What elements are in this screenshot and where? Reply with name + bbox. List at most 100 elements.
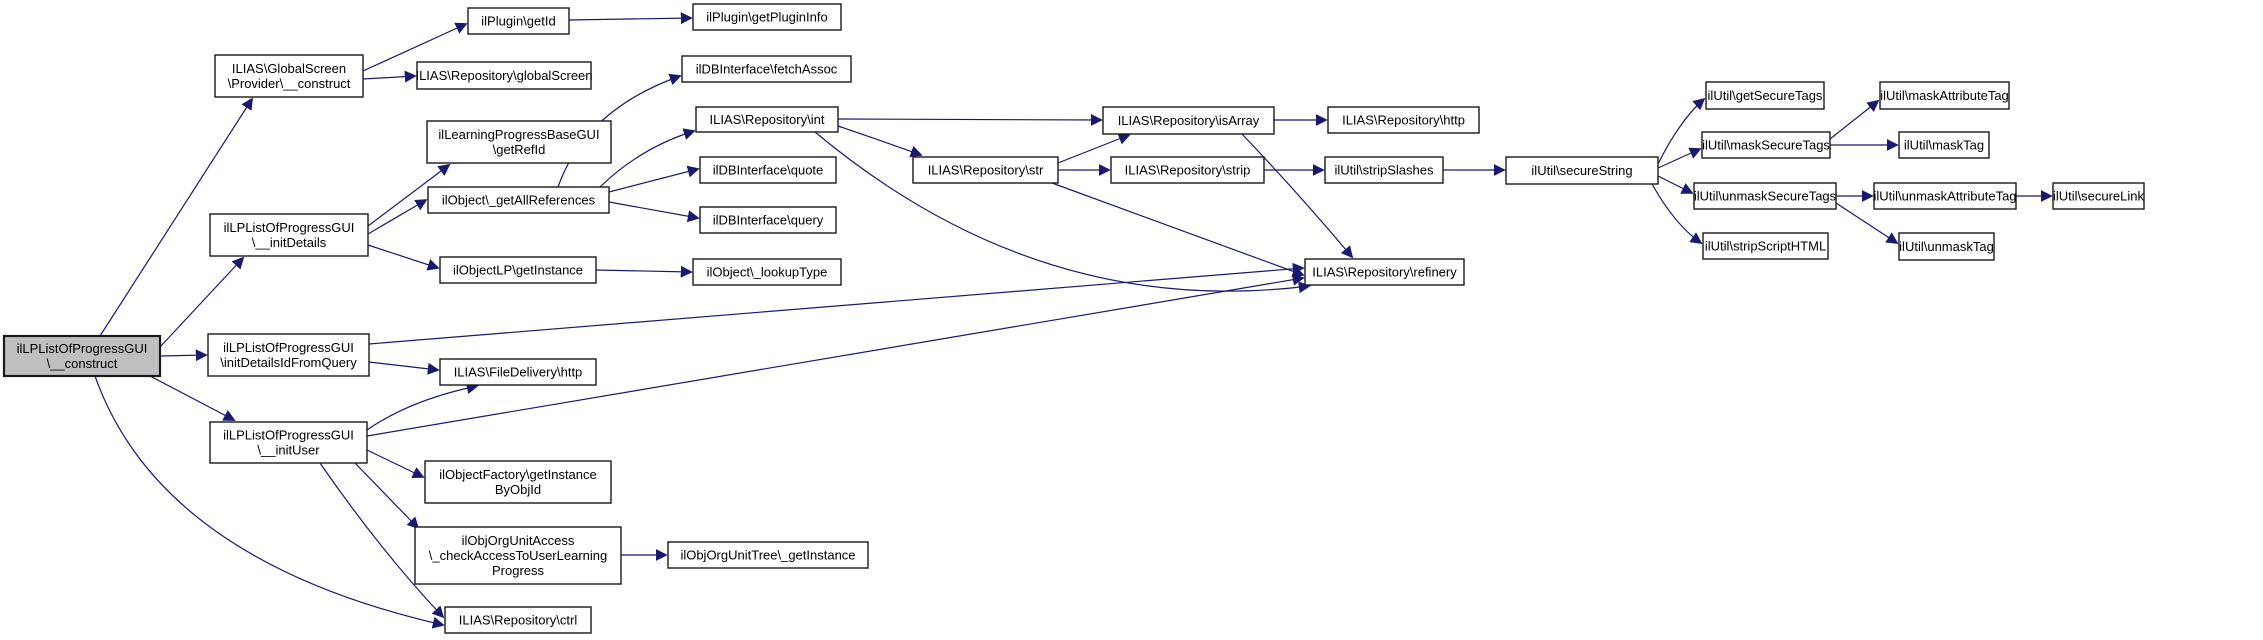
node-mask-secure-tags[interactable]: ilUtil\maskSecureTags — [1701, 131, 1831, 159]
node-db-quote[interactable]: ilDBInterface\quote — [699, 156, 837, 184]
node-label-secure-link: ilUtil\secureLink — [2053, 189, 2145, 204]
node-repo-str[interactable]: ILIAS\Repository\str — [912, 156, 1059, 184]
node-repo-global-screen[interactable]: ILIAS\Repository\globalScreen — [415, 61, 593, 90]
node-filedelivery-http[interactable]: ILIAS\FileDelivery\http — [439, 358, 597, 386]
node-strip-slashes[interactable]: ilUtil\stripSlashes — [1324, 156, 1444, 184]
node-init-details[interactable]: ilLPListOfProgressGUI\__initDetails — [209, 213, 369, 257]
node-label-unmask-tag: ilUtil\unmaskTag — [1899, 239, 1994, 254]
node-construct[interactable]: ilLPListOfProgressGUI\__construct — [2, 334, 162, 378]
node-box-get-all-references — [427, 186, 610, 214]
node-mask-tag[interactable]: ilUtil\maskTag — [1898, 131, 1990, 159]
node-unmask-secure-tags[interactable]: ilUtil\unmaskSecureTags — [1693, 182, 1837, 210]
node-label-refinery: ILIAS\Repository\refinery — [1312, 265, 1457, 280]
node-box-repo-str — [912, 156, 1059, 184]
node-label-repo-http: ILIAS\Repository\http — [1342, 113, 1465, 128]
node-box-mask-secure-tags — [1701, 131, 1831, 159]
node-unmask-attribute-tag[interactable]: ilUtil\unmaskAttributeTag — [1873, 182, 2017, 210]
node-secure-string[interactable]: ilUtil\secureString — [1505, 156, 1659, 185]
node-orgunit-tree-get-instance[interactable]: ilObjOrgUnitTree\_getInstance — [667, 541, 869, 569]
node-box-db-query — [699, 206, 837, 234]
node-fetch-assoc[interactable]: ilDBInterface\fetchAssoc — [681, 55, 852, 83]
node-repo-ctrl[interactable]: ILIAS\Repository\ctrl — [444, 606, 592, 634]
node-label-unmask-secure-tags: ilUtil\unmaskSecureTags — [1694, 189, 1837, 204]
node-box-mask-tag — [1898, 131, 1990, 159]
node-box-plugin-get-id — [467, 7, 570, 35]
node-get-secure-tags[interactable]: ilUtil\getSecureTags — [1705, 81, 1825, 110]
node-box-repo-ctrl — [444, 606, 592, 634]
node-box-init-details-id-from-query — [207, 333, 370, 377]
node-objectlp-get-instance[interactable]: ilObjectLP\getInstance — [439, 256, 597, 284]
node-secure-link[interactable]: ilUtil\secureLink — [2052, 182, 2145, 210]
edge-repo-is-array-to-refinery — [1241, 133, 1354, 259]
node-box-strip-slashes — [1324, 156, 1444, 184]
edge-init-details-id-from-query-to-filedelivery-http — [368, 361, 440, 375]
node-box-init-details — [209, 213, 369, 257]
node-label-repo-str: ILIAS\Repository\str — [928, 163, 1044, 178]
node-box-repo-http — [1327, 106, 1480, 134]
node-init-details-id-from-query[interactable]: ilLPListOfProgressGUI\initDetailsIdFromQ… — [207, 333, 370, 377]
edge-init-user-to-refinery — [366, 273, 1305, 437]
node-plugin-info[interactable]: ilPlugin\getPluginInfo — [692, 3, 842, 31]
edge-secure-string-to-strip-script-html — [1651, 183, 1703, 245]
node-label-get-secure-tags: ilUtil\getSecureTags — [1708, 88, 1823, 103]
node-get-ref-id[interactable]: ilLearningProgressBaseGUI\getRefId — [426, 120, 612, 164]
node-label-init-details: ilLPListOfProgressGUI\__initDetails — [224, 220, 355, 250]
node-label-construct: ilLPListOfProgressGUI\__construct — [17, 341, 148, 371]
node-box-check-access-user-lp — [414, 526, 622, 585]
node-label-strip-script-html: ilUtil\stripScriptHTML — [1705, 239, 1826, 254]
edge-construct-to-init-details-id-from-query — [159, 349, 208, 362]
node-box-filedelivery-http — [439, 358, 597, 386]
edge-objectlp-get-instance-to-lookup-type — [595, 265, 693, 278]
node-repo-int[interactable]: ILIAS\Repository\int — [695, 106, 839, 133]
edge-init-user-to-repo-ctrl — [319, 462, 445, 619]
edge-mask-secure-tags-to-mask-attribute-tag — [1829, 99, 1880, 140]
node-box-repo-is-array — [1102, 106, 1275, 135]
node-box-objectlp-get-instance — [439, 256, 597, 284]
node-label-objectlp-get-instance: ilObjectLP\getInstance — [453, 263, 583, 278]
node-check-access-user-lp[interactable]: ilObjOrgUnitAccess\_checkAccessToUserLea… — [414, 526, 622, 585]
node-refinery[interactable]: ILIAS\Repository\refinery — [1304, 258, 1465, 286]
edge-secure-string-to-unmask-secure-tags — [1657, 175, 1694, 194]
node-box-secure-string — [1505, 156, 1659, 185]
node-repo-http[interactable]: ILIAS\Repository\http — [1327, 106, 1480, 134]
node-db-query[interactable]: ilDBInterface\query — [699, 206, 837, 234]
edge-repo-str-to-repo-is-array — [1057, 133, 1131, 164]
edge-provider-construct-to-plugin-get-id — [362, 22, 468, 72]
node-unmask-tag[interactable]: ilUtil\unmaskTag — [1898, 232, 1995, 261]
node-label-check-access-user-lp: ilObjOrgUnitAccess\_checkAccessToUserLea… — [429, 533, 607, 578]
node-repo-is-array[interactable]: ILIAS\Repository\isArray — [1102, 106, 1275, 135]
edge-repo-str-to-refinery — [1051, 182, 1305, 278]
node-label-init-user: ilLPListOfProgressGUI\__initUser — [223, 428, 354, 458]
node-label-secure-string: ilUtil\secureString — [1531, 163, 1632, 178]
edge-secure-string-to-mask-secure-tags — [1657, 147, 1702, 169]
node-init-user[interactable]: ilLPListOfProgressGUI\__initUser — [209, 421, 368, 464]
node-box-provider-construct — [214, 54, 364, 98]
node-mask-attribute-tag[interactable]: ilUtil\maskAttributeTag — [1879, 81, 2010, 110]
node-box-repo-global-screen — [416, 61, 592, 90]
node-box-db-quote — [699, 156, 837, 184]
node-strip-script-html[interactable]: ilUtil\stripScriptHTML — [1702, 232, 1829, 260]
node-label-orgunit-tree-get-instance: ilObjOrgUnitTree\_getInstance — [680, 548, 855, 563]
node-get-all-references[interactable]: ilObject\_getAllReferences — [427, 186, 610, 214]
node-label-fetch-assoc: ilDBInterface\fetchAssoc — [696, 62, 838, 77]
node-box-unmask-tag — [1898, 232, 1995, 261]
node-plugin-get-id[interactable]: ilPlugin\getId — [467, 7, 570, 35]
edge-repo-int-to-refinery — [814, 131, 1311, 294]
node-label-get-ref-id: ilLearningProgressBaseGUI\getRefId — [438, 127, 599, 157]
node-repo-strip[interactable]: ILIAS\Repository\strip — [1110, 156, 1265, 184]
edge-get-all-references-to-db-query — [608, 201, 700, 223]
node-lookup-type[interactable]: ilObject\_lookupType — [692, 258, 842, 286]
node-label-get-all-references: ilObject\_getAllReferences — [442, 193, 596, 208]
node-provider-construct[interactable]: ILIAS\GlobalScreen\Provider\__construct — [214, 54, 364, 98]
edge-unmask-secure-tags-to-unmask-tag — [1835, 202, 1899, 244]
node-box-plugin-info — [692, 3, 842, 31]
node-box-mask-attribute-tag — [1879, 81, 2010, 110]
node-label-mask-attribute-tag: ilUtil\maskAttributeTag — [1880, 88, 2009, 103]
edge-init-details-to-objectlp-get-instance — [367, 244, 440, 271]
node-label-repo-global-screen: ILIAS\Repository\globalScreen — [415, 68, 592, 83]
node-label-init-details-id-from-query: ilLPListOfProgressGUI\initDetailsIdFromQ… — [220, 340, 357, 370]
edge-plugin-get-id-to-plugin-info — [568, 12, 693, 25]
edge-repo-int-to-repo-str — [837, 125, 923, 158]
